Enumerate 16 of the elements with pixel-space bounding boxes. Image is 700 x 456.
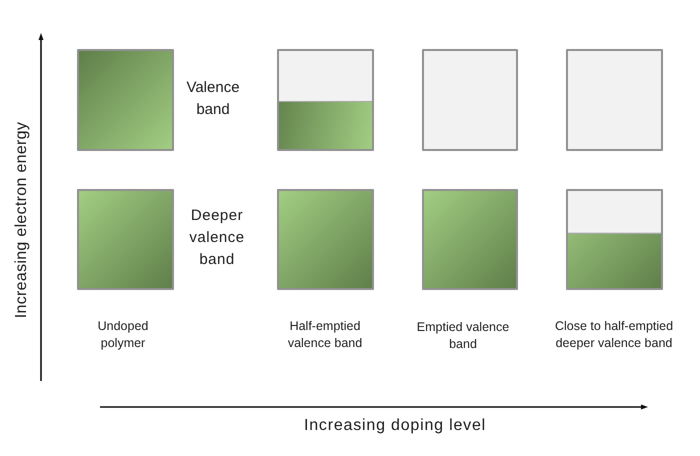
- band-box: [77, 49, 174, 151]
- band-label: Deeper valence band: [188, 206, 246, 270]
- band-box: [422, 189, 518, 290]
- band-box: [566, 49, 663, 151]
- band-box: [566, 189, 663, 290]
- band-box: [77, 189, 174, 290]
- column-caption: Close to half-emptied deeper valence band: [554, 318, 674, 352]
- column-caption: Undoped polymer: [96, 318, 150, 352]
- band-box: [277, 49, 374, 151]
- column-caption: Emptied valence band: [416, 319, 510, 353]
- band-label: Valence band: [185, 78, 241, 120]
- axis-title: Increasing electron energy: [12, 120, 31, 320]
- column-caption: Half-emptied valence band: [286, 318, 364, 352]
- band-box: [422, 49, 518, 151]
- band-box: [277, 189, 374, 290]
- axis-title: Increasing doping level: [302, 416, 488, 436]
